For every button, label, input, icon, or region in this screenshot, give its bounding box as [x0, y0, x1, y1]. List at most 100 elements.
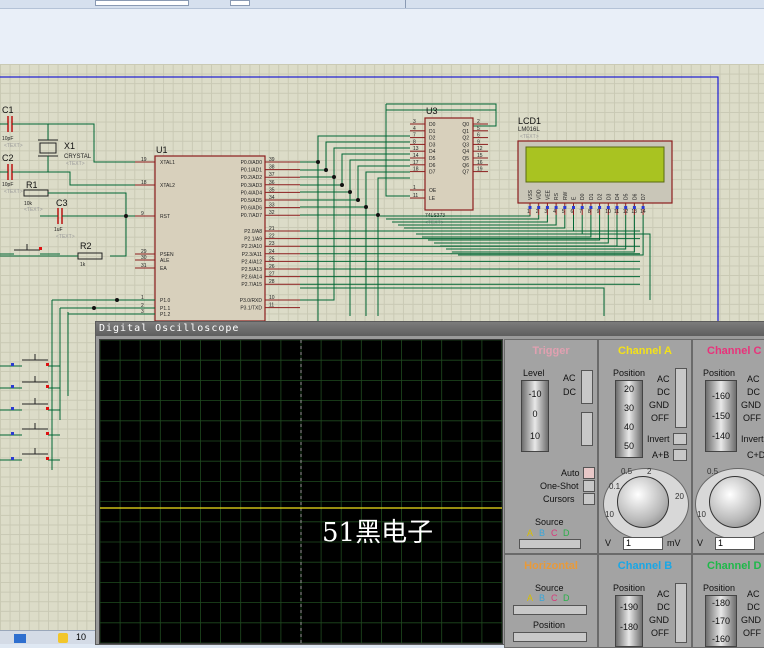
scope-screen[interactable]: 51黑电子 [99, 339, 503, 644]
u1-pin-name: P1.1 [160, 306, 171, 312]
trigger-auto-button[interactable] [583, 467, 595, 479]
channel-d-ac: AC [747, 589, 760, 599]
u3-pin-number: 18 [413, 167, 419, 173]
u3-pin-name: D6 [429, 163, 436, 169]
trigger-auto-label: Auto [561, 468, 580, 478]
u1-pin-number: 1 [141, 295, 144, 301]
channel-a-dial-tick: 0.1 [609, 482, 621, 491]
channel-b-ac: AC [657, 589, 670, 599]
u3-pin-number: 2 [477, 119, 480, 125]
u1-pin-name: P1.0 [160, 298, 171, 304]
lcd-pin-marker [615, 206, 619, 209]
channel-b-position-slider[interactable]: -190 -180 [615, 595, 643, 647]
trigger-level-slider[interactable]: -10 0 10 [521, 380, 549, 452]
channel-c-position-slider[interactable]: -160 -150 -140 [705, 380, 737, 452]
oscilloscope-title[interactable]: Digital Oscilloscope [96, 322, 764, 336]
toolbar-dropdown[interactable] [95, 0, 189, 6]
channel-d-position-slider[interactable]: -180 -170 -160 [705, 595, 737, 647]
lcd-pin-name: E [572, 196, 578, 200]
status-bar: 10 [0, 630, 95, 644]
lcd-wire [440, 215, 618, 247]
toolbar-divider [405, 0, 406, 8]
u1-pin-name: P2.3/A11 [242, 252, 262, 258]
capacitor-c2: C2 10pF <TEXT> [0, 153, 40, 195]
horizontal-source-slider[interactable] [513, 605, 587, 615]
lcd-pin-number: 3 [544, 209, 547, 215]
capacitor-c3: C3 1uF <TEXT> [40, 198, 80, 240]
u1-pin-name: P3.1/TXD [240, 306, 262, 312]
channel-d-off: OFF [743, 628, 761, 638]
channel-a-invert-button[interactable] [673, 433, 687, 445]
u1-pin-number: 26 [269, 264, 275, 270]
lcd-pin-name: VEE [545, 189, 551, 200]
trigger-cursors-label: Cursors [543, 494, 575, 504]
toolbar-button[interactable] [230, 0, 250, 6]
trigger-cursors-button[interactable] [583, 493, 595, 505]
trigger-oneshot-button[interactable] [583, 480, 595, 492]
r2-ref: R2 [80, 241, 92, 251]
c2-tag: <TEXT> [4, 189, 23, 195]
lcd1-ref: LCD1 [518, 116, 541, 126]
u3-pin-number: 17 [413, 160, 419, 166]
u3-pin-number: 5 [477, 126, 480, 132]
lcd-pin-number: 6 [571, 209, 574, 215]
channel-a-position-slider[interactable]: 20 30 40 50 [615, 380, 643, 458]
channel-c-volts-knob[interactable] [709, 476, 761, 528]
u3-pin-name: D0 [429, 122, 436, 128]
u1-pin-name: ALE [160, 258, 170, 264]
u1-pin-number: 24 [269, 249, 275, 255]
trigger-dc-label: DC [563, 387, 576, 397]
trigger-source-slider[interactable] [519, 539, 581, 549]
u1-pin-number: 39 [269, 157, 275, 163]
channel-a-coupling-switch[interactable] [675, 368, 687, 428]
horizontal-position-slider[interactable] [513, 632, 587, 642]
u3-pin-name: Q3 [462, 142, 469, 148]
trigger-edge-switch[interactable] [581, 412, 593, 446]
toolbar-strip [0, 0, 764, 9]
c1-tag: <TEXT> [4, 143, 23, 149]
trigger-coupling-switch[interactable] [581, 370, 593, 404]
trigger-source-a: A [527, 528, 534, 538]
u3-pin-number: 12 [477, 146, 483, 152]
u3-pin-name: Q1 [462, 129, 469, 135]
u1-pin-number: 23 [269, 241, 275, 247]
lcd-pin-name: D5 [624, 193, 630, 200]
channel-a-volts-field[interactable]: 1 [623, 537, 663, 550]
schematic-canvas: C1 10pF <TEXT> C2 10pF <TEXT> X1 CRYSTAL… [0, 76, 719, 643]
u1-pin-name: P0.3/AD3 [241, 183, 263, 189]
u1-pin-number: 34 [269, 195, 275, 201]
switch-pin-marker [11, 432, 14, 435]
channel-a-volts-knob[interactable] [617, 476, 669, 528]
channel-c-gnd: GND [741, 400, 761, 410]
switch-pin-marker [46, 363, 49, 366]
channel-a-apb-button[interactable] [673, 449, 687, 461]
x1-ref: X1 [64, 141, 75, 151]
c3-value: 1uF [54, 227, 63, 233]
channel-b-tick: -180 [619, 622, 638, 632]
c3-ref: C3 [56, 198, 68, 208]
u3-pin-name: LE [429, 196, 436, 202]
lcd-pin-marker [632, 206, 636, 209]
channel-a-gnd: GND [649, 400, 669, 410]
u3-pin-number: 8 [413, 139, 416, 145]
oscilloscope-window[interactable]: Digital Oscilloscope 51黑电子 Trigger Level… [95, 321, 764, 648]
x1-value: CRYSTAL [64, 154, 92, 160]
lcd-pin-name: D3 [606, 193, 612, 200]
lcd-wire [434, 215, 609, 244]
lcd-pin-number: 5 [562, 209, 565, 215]
c2-ref: C2 [2, 153, 14, 163]
u1-pin-name: P2.4/A12 [241, 259, 262, 265]
u3-pin-name: Q2 [462, 136, 469, 142]
trigger-source-label: Source [535, 517, 564, 527]
lcd-pin-number: 7 [579, 209, 582, 215]
channel-a-dial-tick: 10 [605, 510, 614, 519]
channel-c-volts-field[interactable]: 1 [715, 537, 755, 550]
lcd-pin-name: D1 [589, 193, 595, 200]
channel-c-tick: -140 [711, 431, 730, 441]
lcd-pin-name: D7 [641, 193, 647, 200]
lcd-pin-number: 13 [631, 209, 637, 215]
channel-c-dial-tick: 0.5 [707, 467, 719, 476]
horizontal-source-d: D [563, 593, 570, 603]
channel-b-coupling-switch[interactable] [675, 583, 687, 643]
